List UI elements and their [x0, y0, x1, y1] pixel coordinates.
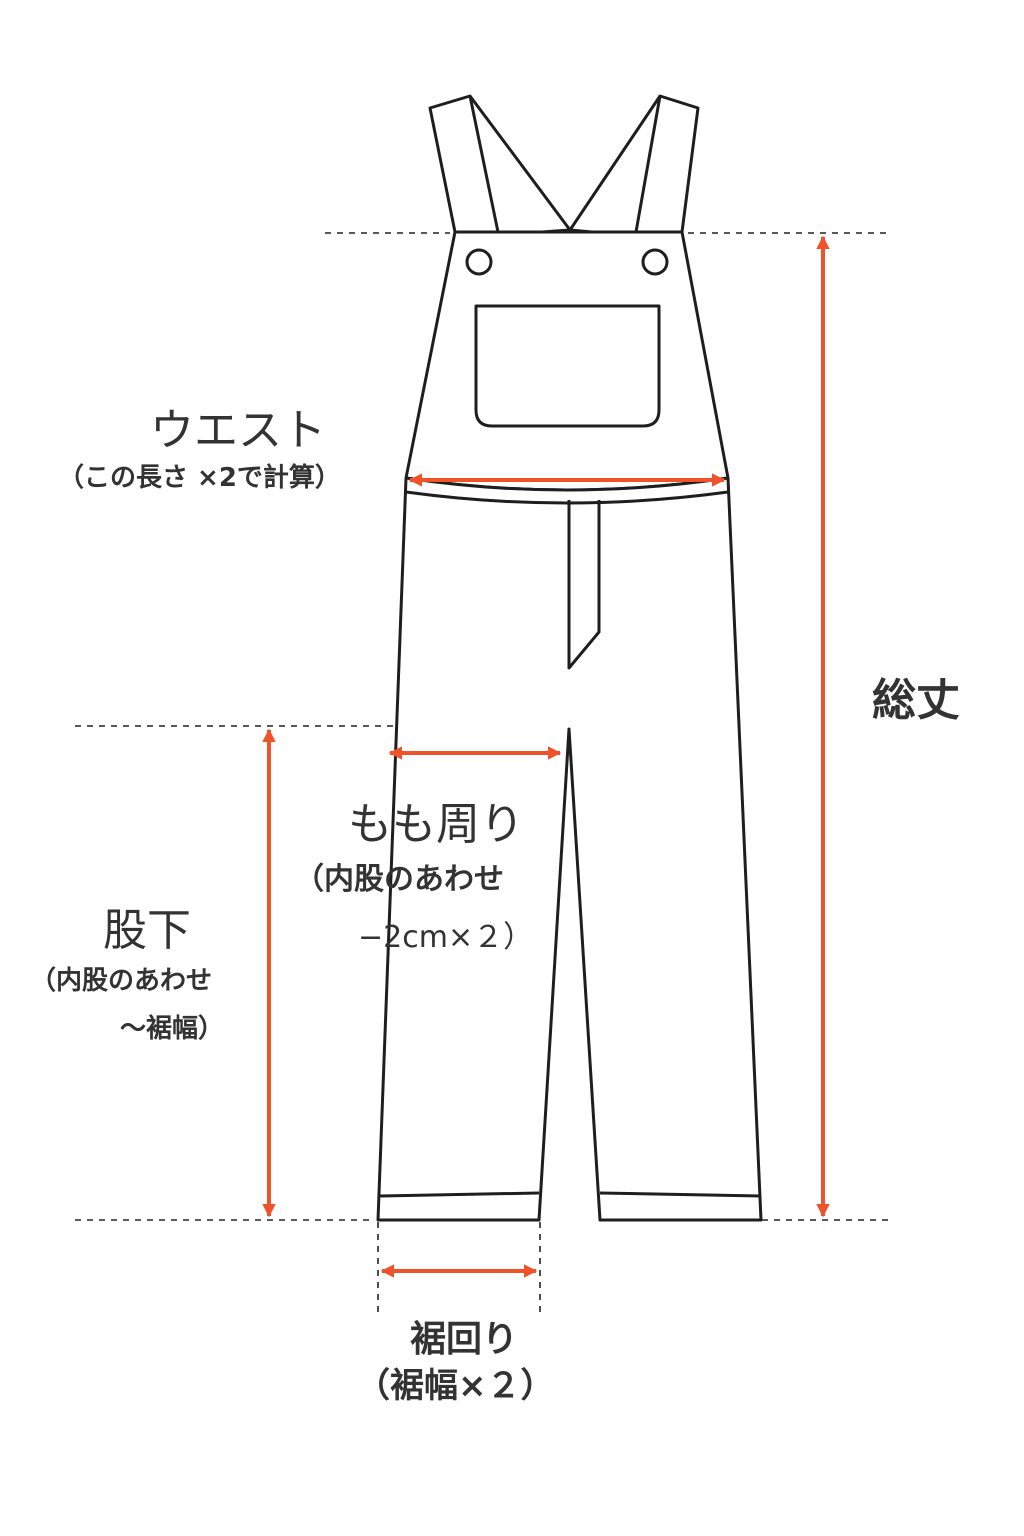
- right-cuff-line: [599, 1191, 762, 1198]
- left-strap: [428, 94, 572, 234]
- fly-stitch: [567, 500, 601, 670]
- thigh-note-line1: （内股のあわせ: [294, 862, 504, 897]
- thigh-note-line2: −2cm×２）: [358, 920, 534, 955]
- measurement-arrows: [262, 235, 830, 1278]
- inseam-note-line2: ～裾幅）: [120, 1014, 225, 1044]
- right-button: [641, 248, 669, 276]
- bib-pocket: [474, 304, 661, 428]
- thigh-title: もも周り: [348, 799, 524, 850]
- inseam-note-line1: （内股のあわせ: [30, 966, 213, 996]
- left-strap-seam: [468, 95, 500, 233]
- right-strap-seam: [634, 95, 662, 233]
- total-length-title: 総丈: [872, 675, 960, 726]
- waist-title: ウエスト: [150, 405, 326, 456]
- inseam-title: 股下: [103, 905, 191, 956]
- waist-note: （この長さ ×2で計算）: [58, 463, 341, 493]
- hem-note: （裾幅×２）: [356, 1366, 555, 1406]
- hem-title: 裾回り: [410, 1319, 519, 1360]
- left-cuff-line: [377, 1191, 540, 1198]
- overalls-outline: [376, 94, 763, 1222]
- right-strap: [568, 94, 700, 234]
- left-button: [465, 248, 493, 276]
- waistband-curve: [405, 490, 729, 505]
